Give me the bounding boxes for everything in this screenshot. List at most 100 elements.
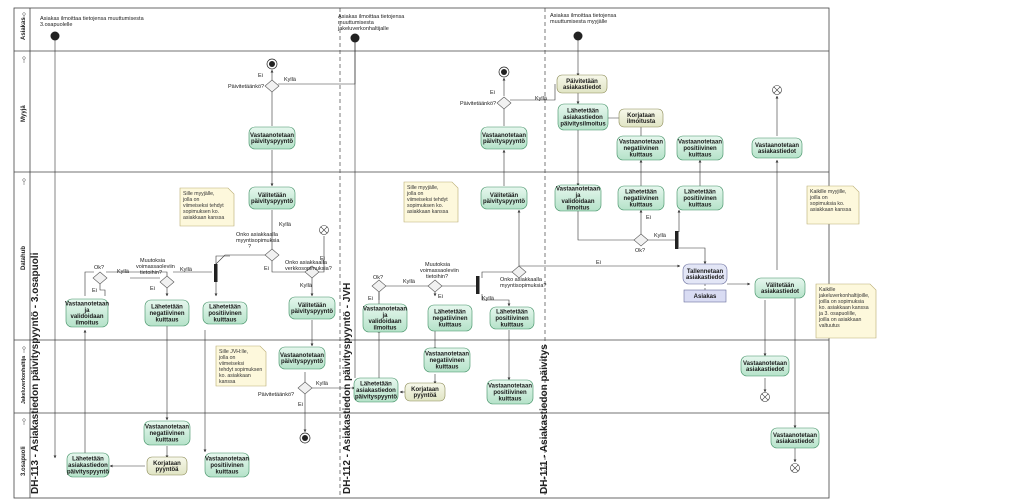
- note-text: ko. asiakkaan: [219, 373, 251, 379]
- svg-text:Ei: Ei: [258, 73, 263, 79]
- activity-label: negatiivinen: [429, 358, 464, 364]
- note-text: sopimuksen ko.: [407, 203, 443, 209]
- activity-label: Tallennetaan: [687, 269, 724, 275]
- fork-bar: [214, 231, 679, 294]
- note-text: Sille myyjälle,: [407, 185, 438, 191]
- activity-label: kuittaus: [155, 317, 179, 323]
- activity-label: Vastaanotetaan: [482, 133, 526, 139]
- initial-node: [50, 31, 583, 43]
- activity-label: ilmoitusta: [627, 119, 656, 125]
- svg-text:Ei: Ei: [646, 215, 651, 221]
- activity-label: päivityspyyntö: [291, 309, 333, 315]
- decision-label-onko-verkko: Onko asiakkaalla: [285, 260, 328, 266]
- activity-label: asiakastiedon: [356, 388, 396, 394]
- note-text: kanssa: [219, 379, 236, 385]
- start-label-3-line2: muuttumisesta myyjälle: [550, 19, 607, 25]
- activity-label: päivityspyyntö: [251, 139, 293, 145]
- activity-label: pyyntöä: [413, 393, 437, 399]
- svg-text:Kyllä: Kyllä: [403, 279, 416, 285]
- activity-label: päivityspyyntö: [355, 394, 397, 400]
- decision-label-muutoksia-2b: voimassaoleviin: [420, 268, 459, 274]
- activity-label: kuittaus: [629, 152, 653, 158]
- note-text: viimeiseksi tehdyt: [407, 197, 448, 203]
- note-text: jolla on: [218, 355, 236, 361]
- decision-label-onko-myynti-1c: ?: [248, 244, 251, 250]
- note-text: Kaikille: [819, 287, 836, 293]
- activity-label: asiakastiedot: [761, 289, 799, 295]
- note-text: Sille JVH:lle,: [219, 349, 248, 355]
- decision-label-muutoksia-1: Muutoksia: [140, 258, 166, 264]
- activity-label: Vastaanotetaan: [773, 433, 817, 439]
- activity-label: päivityspyyntö: [251, 199, 293, 205]
- lane-label-3osapuoli: 3.osapuoli: [21, 446, 27, 476]
- svg-text:Ei: Ei: [490, 90, 495, 96]
- decision-node: [92, 79, 649, 395]
- decision-label-ok-1: Ok?: [94, 265, 104, 271]
- activity-label: negatiivinen: [623, 146, 658, 152]
- note-text: viimeiseksi: [219, 361, 244, 367]
- activity-label: Vastaanotetaan: [488, 384, 532, 390]
- activity-label: asiakastiedon: [68, 463, 108, 469]
- decision-label-muutoksia-1b: voimassaoleviin: [136, 264, 175, 270]
- activity-label: päivitysilmoitus: [560, 121, 606, 127]
- activity-label: Lähetetään: [151, 305, 183, 311]
- svg-text:Ei: Ei: [320, 256, 325, 262]
- decision-label-paivitetaanko-1: Päivitetäänkö?: [228, 84, 264, 90]
- note-text: Sille myyjälle,: [183, 191, 214, 197]
- svg-text:Kyllä: Kyllä: [482, 296, 495, 302]
- note-text: asiakkaan kanssa: [407, 209, 448, 215]
- activity-label: Lähetetään: [496, 310, 528, 316]
- activity-label: positiivinen: [493, 390, 527, 396]
- note-text: sopimuksen ko.: [183, 209, 219, 215]
- activity-label: Päivitetään: [566, 79, 598, 85]
- section-title-dh112: DH-112 - Asiakastiedon päivityspyyntö - …: [342, 283, 353, 494]
- svg-text:Kyllä: Kyllä: [284, 77, 297, 83]
- note-text: joilla on sopimuksia: [818, 299, 864, 305]
- lane-label-myyja: Myyjä: [21, 105, 27, 122]
- activity-label: Lähetetään: [567, 109, 599, 115]
- activity-label: Korjataan: [627, 113, 655, 119]
- decision-label-onko-myynti-2: Onko asiakkaalla: [500, 277, 543, 283]
- activity-label: Välitetään: [490, 193, 519, 199]
- activity-label: ilmoitus: [75, 321, 99, 327]
- activity-label: positiivinen: [683, 146, 717, 152]
- decision-label-onko-myynti-1b: myyntisopimuksia: [236, 238, 280, 244]
- activity-asiakas: Asiakas: [683, 289, 727, 303]
- activity-label: validoidaan: [70, 314, 103, 320]
- svg-text:Ei: Ei: [264, 266, 269, 272]
- activity-label: Vastaanotetaan: [755, 143, 799, 149]
- svg-text:Kyllä: Kyllä: [654, 233, 667, 239]
- activity-label: kuittaus: [629, 202, 653, 208]
- activity-label: asiakastiedot: [563, 85, 601, 91]
- decision-label-ok-3: Ok?: [635, 248, 645, 254]
- lane-label-datahub: Datahub: [21, 246, 27, 270]
- activity-label: Vastaanotetaan: [363, 306, 407, 312]
- activity-label: Lähetetään: [625, 190, 657, 196]
- activity-label: asiakastiedot: [746, 367, 784, 373]
- activity-label: validoidaan: [561, 199, 594, 205]
- activity-label: negatiivinen: [623, 196, 658, 202]
- activity-label: kuittaus: [435, 364, 459, 370]
- svg-text:Ei: Ei: [596, 260, 601, 266]
- activity-label: Vastaanotetaan: [425, 352, 469, 358]
